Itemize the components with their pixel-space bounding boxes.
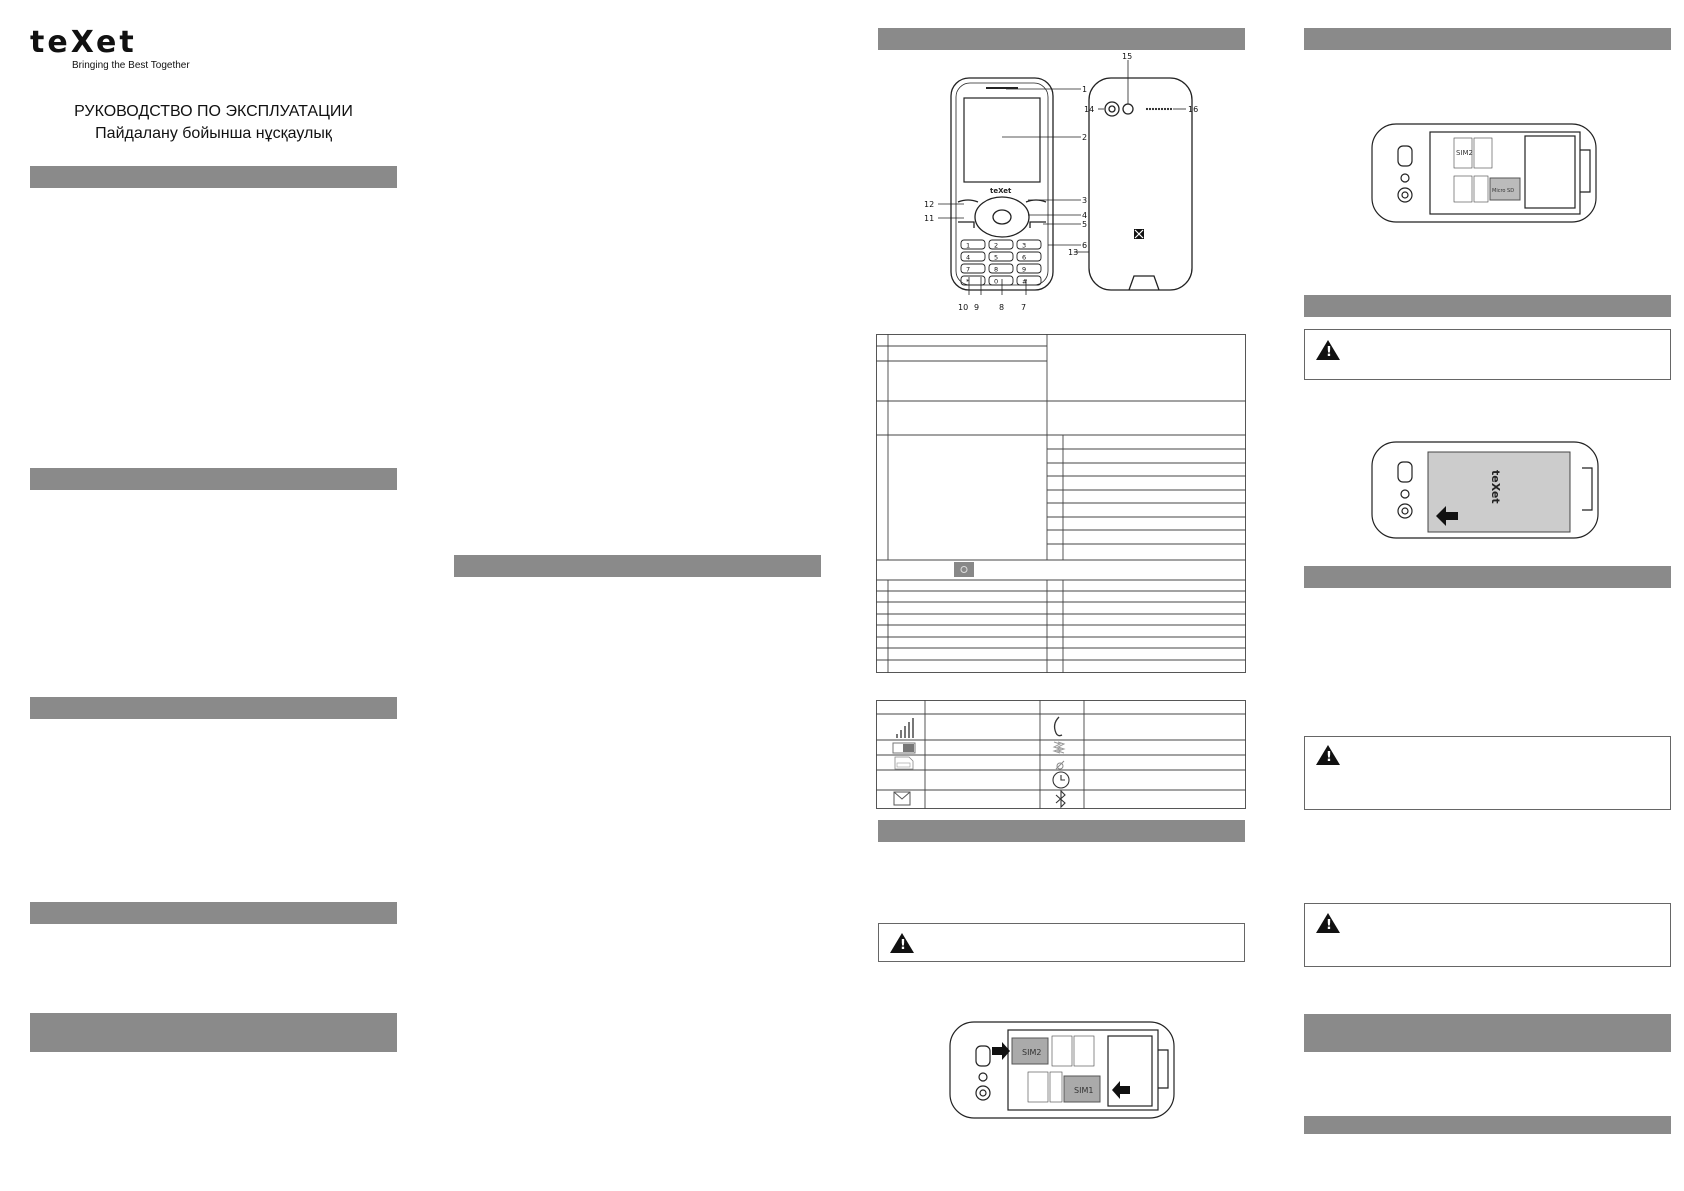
warning-box: !: [1304, 903, 1671, 967]
section-bar: [30, 697, 397, 719]
bluetooth-icon: [1055, 789, 1066, 809]
callout-number: 11: [924, 214, 934, 223]
callout-number: 1: [1082, 85, 1087, 94]
warning-box: !: [1304, 736, 1671, 810]
envelope-icon: [893, 791, 911, 806]
callout-number: 13: [1068, 248, 1078, 257]
section-bar: [30, 468, 397, 490]
callout-number: 4: [1082, 211, 1087, 220]
keypad-key: [1016, 263, 1042, 274]
keypad-key-label: 3: [1022, 242, 1026, 250]
keypad-key: [1016, 239, 1042, 250]
section-bar: [1304, 1116, 1671, 1134]
sim1-label: SIM1: [1074, 1086, 1093, 1095]
callout-number: 12: [924, 200, 934, 209]
microsd-label: Micro SD: [1492, 188, 1514, 194]
arrow-left-icon: [1436, 506, 1458, 526]
section-bar: [1304, 295, 1671, 317]
callout-number: 3: [1082, 196, 1087, 205]
arrow-left-icon: [1112, 1081, 1130, 1099]
signal-icon: [896, 718, 914, 738]
settings-icon: [954, 562, 974, 577]
section-bar: [878, 28, 1245, 50]
clock-icon: [1052, 771, 1070, 789]
phone-back: [1088, 77, 1193, 291]
warning-box: !: [1304, 329, 1671, 380]
warning-icon: !: [1316, 913, 1340, 933]
keypad-key-label: #: [1022, 278, 1027, 286]
section-bar: [454, 555, 821, 577]
sim2-slot-label: SIM2: [1456, 149, 1473, 157]
trash-bin-icon: [1134, 229, 1144, 239]
keypad-key: [1016, 275, 1042, 286]
sim2-label: SIM2: [1022, 1048, 1041, 1057]
callout-number: 15: [1122, 52, 1132, 61]
keypad-key-label: 9: [1022, 266, 1026, 274]
section-bar: [878, 820, 1245, 842]
warning-icon: !: [1316, 340, 1340, 360]
keypad-key-label: 0: [994, 278, 998, 286]
section-bar: [1304, 1014, 1671, 1052]
key-function-table: [876, 334, 1246, 673]
keypad-key: [988, 263, 1014, 274]
section-bar: [30, 902, 397, 924]
keypad-key: [960, 239, 986, 250]
callout-number: 9: [974, 303, 979, 312]
phone-handset-icon: [1053, 716, 1063, 737]
keypad-key: [988, 275, 1014, 286]
speaker-grille: [1145, 107, 1173, 111]
section-bar: [30, 166, 397, 188]
keypad-key-label: 6: [1022, 254, 1026, 262]
callout-number: 2: [1082, 133, 1087, 142]
callout-number: 6: [1082, 241, 1087, 250]
microsd-card: [1489, 177, 1521, 201]
keypad-key-label: 5: [994, 254, 998, 262]
sim-insertion-diagram: SIM2 SIM1: [949, 1021, 1175, 1119]
brand-logo: teXet Bringing the Best Together: [30, 28, 210, 72]
card-slots-diagram: SIM2 Micro SD: [1371, 123, 1597, 223]
keypad-key-label: 2: [994, 242, 998, 250]
keypad-key-label: 8: [994, 266, 998, 274]
sim2-card: [1011, 1037, 1049, 1065]
battery-logo: teXet: [1489, 470, 1502, 504]
sim1-card: [1063, 1075, 1101, 1103]
keypad-key: [960, 263, 986, 274]
logo-wordmark: teXet: [30, 25, 137, 60]
section-bar: [1304, 28, 1671, 50]
warning-icon: !: [1316, 745, 1340, 765]
callout-number: 14: [1084, 105, 1094, 114]
keypad-key-label: 4: [966, 254, 970, 262]
keypad-key: [1016, 251, 1042, 262]
logo-tagline: Bringing the Best Together: [72, 60, 190, 71]
manual-title-kz: Пайдалану бойынша нұсқаулық: [95, 125, 332, 142]
keypad-key: [960, 251, 986, 262]
battery-icon: [892, 742, 916, 754]
callout-number: 5: [1082, 220, 1087, 229]
keypad-key-label: 1: [966, 242, 970, 250]
section-bar: [1304, 566, 1671, 588]
battery-insertion-diagram: teXet: [1371, 441, 1599, 539]
missed-call-icon: [1055, 760, 1065, 770]
keypad-key: [960, 275, 986, 286]
keypad-key: [988, 239, 1014, 250]
sim-icon: [894, 756, 914, 770]
callout-number: 10: [958, 303, 968, 312]
warning-icon: !: [890, 933, 914, 953]
vibrate-icon: [1052, 741, 1066, 754]
keypad-key-label: 7: [966, 266, 970, 274]
arrow-right-icon: [992, 1042, 1010, 1060]
front-logo: teXet: [990, 187, 1012, 195]
keypad-key-label: *: [966, 278, 970, 286]
manual-title-ru: РУКОВОДСТВО ПО ЭКСПЛУАТАЦИИ: [74, 103, 353, 120]
section-bar: [30, 1013, 397, 1052]
status-icon-table: [876, 700, 1246, 809]
callout-number: 16: [1188, 105, 1198, 114]
callout-number: 7: [1021, 303, 1026, 312]
callout-number: 8: [999, 303, 1004, 312]
warning-box: !: [878, 923, 1245, 962]
keypad-key: [988, 251, 1014, 262]
keypad: 1 2 3 4 5 6 7 8 9 * 0 #: [960, 239, 1042, 286]
